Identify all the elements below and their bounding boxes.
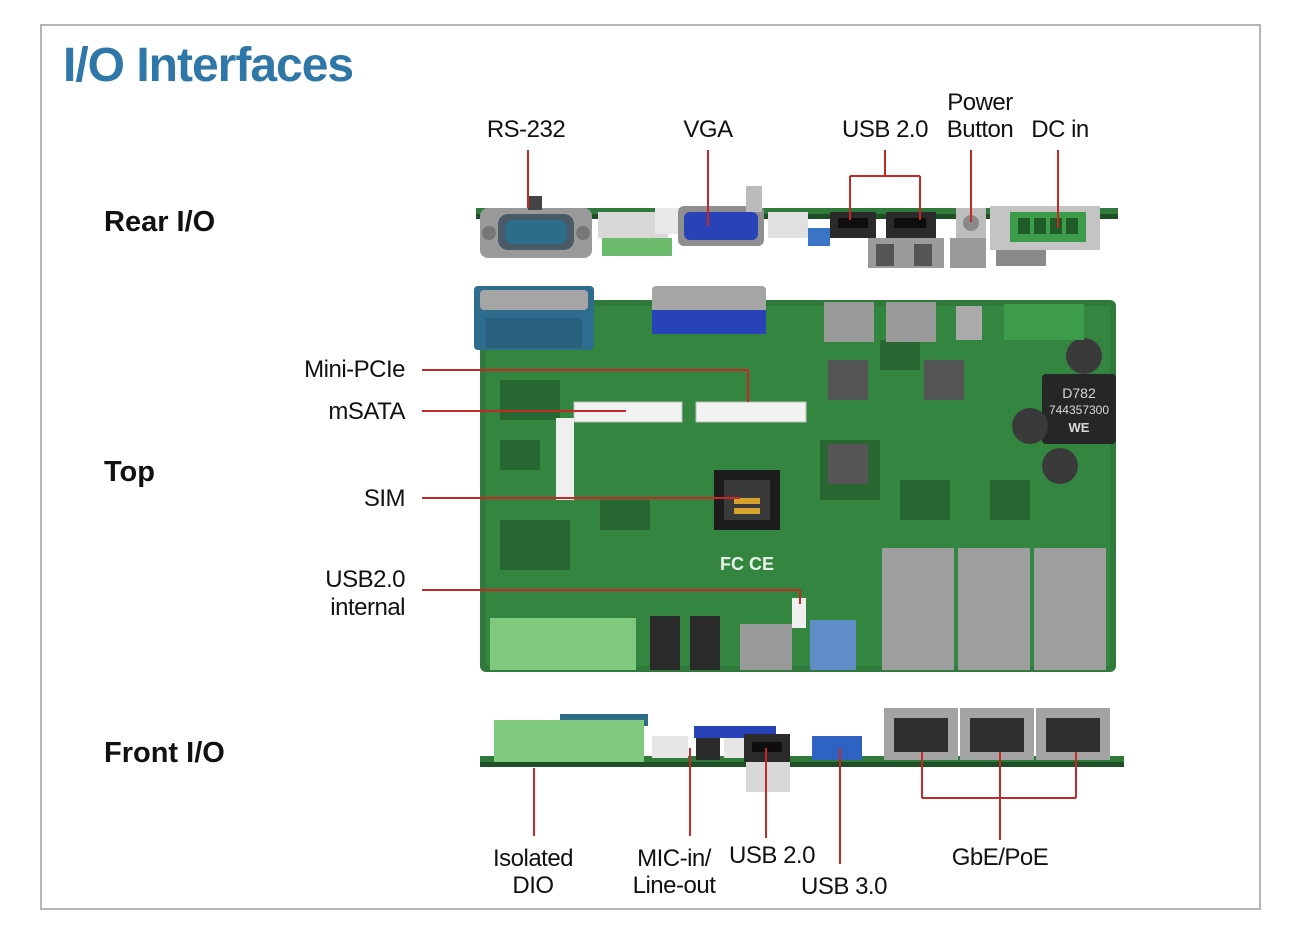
label-rs232: RS-232 xyxy=(486,116,566,143)
leader-lines xyxy=(422,150,1077,864)
label-isolated-dio-line2: DIO xyxy=(512,872,554,899)
label-msata: mSATA xyxy=(328,398,405,425)
page-title: I/O Interfaces xyxy=(63,39,354,92)
fcc-ce-marking: FC CE xyxy=(720,554,774,574)
label-vga: VGA xyxy=(683,116,733,143)
section-top: Top xyxy=(104,456,155,488)
rear-io-board xyxy=(476,186,1118,268)
label-isolated-dio-line1: Isolated xyxy=(492,845,574,872)
label-gbe-poe: GbE/PoE xyxy=(951,844,1049,871)
label-mic-in-line2: Line-out xyxy=(632,872,716,899)
figure-frame xyxy=(40,24,1261,910)
leader-usb20-internal xyxy=(422,589,801,604)
inductor xyxy=(1042,374,1116,444)
section-rear-io: Rear I/O xyxy=(104,206,216,238)
inductor-brand: WE xyxy=(1069,420,1090,435)
label-usb30: USB 3.0 xyxy=(801,873,887,900)
top-rj45-1 xyxy=(882,548,954,670)
label-usb20-internal-line1: USB2.0 xyxy=(325,566,405,593)
top-view-board: FC CE D782 744357300 WE xyxy=(474,286,1116,672)
label-sim: SIM xyxy=(363,485,406,512)
inductor-part: D782 xyxy=(1062,385,1096,401)
top-rj45-2 xyxy=(958,548,1030,670)
front-dio-terminal xyxy=(494,720,644,762)
inductor-code: 744357300 xyxy=(1049,403,1109,417)
top-rj45-3 xyxy=(1034,548,1106,670)
top-mini-pcie-slot xyxy=(695,401,807,423)
section-front-io: Front I/O xyxy=(104,737,225,769)
label-usb20-front: USB 2.0 xyxy=(729,842,815,869)
top-dio-terminal xyxy=(490,618,636,670)
label-mic-in-line1: MIC-in/ xyxy=(637,845,711,872)
label-mini-pcie: Mini-PCIe xyxy=(304,356,405,383)
front-usb30-port xyxy=(812,736,862,760)
label-usb20-internal-line2: internal xyxy=(330,594,405,621)
label-dc-in: DC in xyxy=(1031,116,1089,143)
label-power-button-line2: Button xyxy=(946,116,1014,143)
label-power-button-line1: Power xyxy=(947,89,1013,116)
front-io-board xyxy=(480,708,1124,792)
label-usb20-rear: USB 2.0 xyxy=(842,116,928,143)
leader-mini-pcie xyxy=(422,369,749,402)
front-audio-jack xyxy=(696,738,720,760)
